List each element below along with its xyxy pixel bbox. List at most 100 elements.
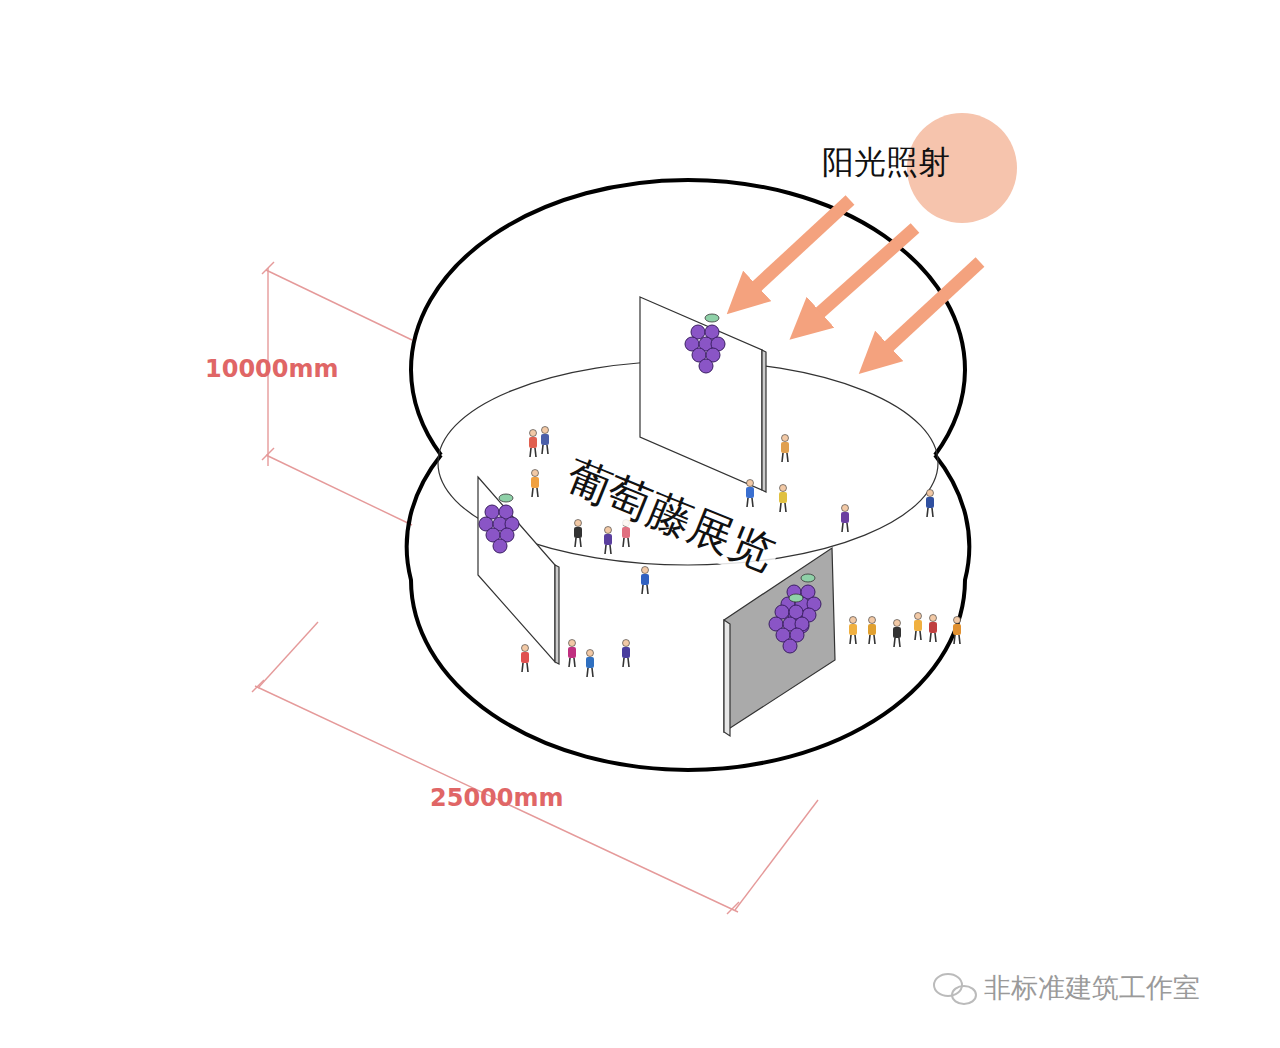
person-leg (628, 538, 629, 547)
person-leg (587, 668, 588, 677)
person-head (575, 520, 582, 527)
person-leg (932, 508, 933, 517)
person-head (850, 617, 857, 624)
person-body (622, 647, 630, 658)
person-leg (575, 538, 576, 547)
person-body (914, 620, 922, 631)
person-head (642, 567, 649, 574)
height-dimension: 10000mm (205, 355, 339, 384)
person-leg (782, 453, 783, 462)
grape-symbols (479, 314, 821, 653)
person-leg (847, 523, 848, 532)
grape-leaf (789, 594, 803, 602)
person-leg (785, 503, 786, 512)
person-body (953, 624, 961, 635)
person-head (869, 617, 876, 624)
person-head (954, 617, 961, 624)
person-head (605, 527, 612, 534)
person-body (926, 497, 934, 508)
person-leg (623, 658, 624, 667)
person-leg (752, 498, 753, 507)
person-body (604, 534, 612, 545)
person-leg (894, 638, 895, 647)
person-leg (920, 631, 921, 640)
wechat-icon (934, 974, 976, 1004)
cylinder-shell (407, 180, 970, 770)
person-body (849, 624, 857, 635)
person-body (893, 627, 901, 638)
person-leg (592, 668, 593, 677)
person-body (841, 512, 849, 523)
grape (783, 639, 797, 653)
person-body (868, 624, 876, 635)
person-leg (605, 545, 606, 554)
person-body (641, 574, 649, 585)
sun-label: 阳光照射 (822, 143, 950, 181)
person-leg (580, 538, 581, 547)
person-leg (787, 453, 788, 462)
person-leg (532, 488, 533, 497)
person-leg (959, 635, 960, 644)
person-head (894, 620, 901, 627)
grape-leaf (705, 314, 719, 322)
person-head (782, 435, 789, 442)
person-leg (574, 658, 575, 667)
person-leg (542, 445, 543, 454)
person-leg (855, 635, 856, 644)
watermark: 非标准建筑工作室 (984, 972, 1200, 1004)
person-head (542, 427, 549, 434)
person-body (746, 487, 754, 498)
person-head (587, 650, 594, 657)
person-leg (850, 635, 851, 644)
person-body (521, 652, 529, 663)
panels (478, 297, 835, 736)
person-leg (869, 635, 870, 644)
grape (699, 359, 713, 373)
person-head (927, 490, 934, 497)
person-body (781, 442, 789, 453)
person-head (842, 505, 849, 512)
person-leg (623, 538, 624, 547)
person-leg (628, 658, 629, 667)
person-body (779, 492, 787, 503)
person-head (623, 640, 630, 647)
person-head (780, 485, 787, 492)
person-head (915, 613, 922, 620)
person-body (568, 647, 576, 658)
person-leg (527, 663, 528, 672)
person-leg (642, 585, 643, 594)
person-leg (530, 448, 531, 457)
person-body (529, 437, 537, 448)
person-head (530, 430, 537, 437)
person-leg (547, 445, 548, 454)
grape-leaf (801, 574, 815, 582)
person-leg (874, 635, 875, 644)
grape-leaf (499, 494, 513, 502)
person-body (541, 434, 549, 445)
person-leg (954, 635, 955, 644)
person-leg (930, 633, 931, 642)
person-leg (535, 448, 536, 457)
person-head (522, 645, 529, 652)
person-leg (569, 658, 570, 667)
person-head (747, 480, 754, 487)
person-leg (610, 545, 611, 554)
person-leg (899, 638, 900, 647)
person-body (929, 622, 937, 633)
person-body (586, 657, 594, 668)
visitor-figures (521, 427, 961, 678)
person-leg (842, 523, 843, 532)
person-body (574, 527, 582, 538)
person-leg (915, 631, 916, 640)
person-head (930, 615, 937, 622)
grape (493, 539, 507, 553)
person-body (622, 527, 630, 538)
person-leg (747, 498, 748, 507)
person-leg (647, 585, 648, 594)
person-body (531, 477, 539, 488)
person-head (532, 470, 539, 477)
person-head (569, 640, 576, 647)
person-leg (522, 663, 523, 672)
person-leg (780, 503, 781, 512)
